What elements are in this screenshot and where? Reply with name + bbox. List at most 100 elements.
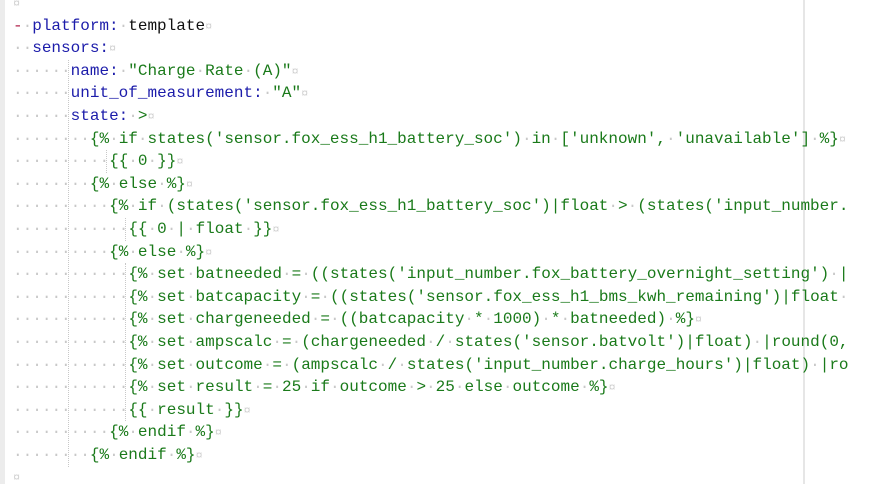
code-token: state:: [70, 106, 129, 125]
code-line[interactable]: ······state:·>¤: [13, 105, 871, 128]
indent-guide: [67, 59, 69, 467]
code-line[interactable]: ········{%·endif·%}¤: [13, 444, 871, 467]
code-line[interactable]: ············{{·0·|·float·}}¤: [13, 218, 871, 241]
whitespace-marker: ·: [41, 400, 52, 419]
whitespace-marker: ·: [22, 287, 33, 306]
code-line[interactable]: ··sensors:¤: [13, 37, 871, 60]
code-line[interactable]: ··········{{·0·}}¤: [13, 150, 871, 173]
code-line[interactable]: ············{%·set·outcome·=·(ampscalc·/…: [13, 354, 871, 377]
whitespace-marker: ·: [579, 378, 590, 397]
whitespace-marker: ·: [291, 332, 302, 351]
whitespace-marker: ·: [61, 423, 71, 442]
whitespace-marker: ·: [253, 378, 263, 397]
code-line[interactable]: ············{%·set·batcapacity·=·((state…: [13, 286, 871, 309]
whitespace-marker: ·: [109, 378, 119, 397]
whitespace-marker: ·: [147, 265, 158, 284]
whitespace-marker: ·: [13, 197, 23, 216]
whitespace-marker: ·: [61, 61, 71, 80]
end-of-line-marker: ¤: [147, 109, 155, 124]
code-line[interactable]: ······unit_of_measurement:·"A"¤: [13, 82, 871, 105]
editor-gutter: [0, 0, 5, 484]
end-of-line-marker: ¤: [291, 64, 299, 79]
whitespace-marker: ·: [32, 219, 42, 238]
whitespace-marker: ·: [550, 129, 561, 148]
whitespace-marker: ·: [32, 310, 42, 329]
code-line[interactable]: ············{%·set·chargeneeded·=·((batc…: [13, 308, 871, 331]
whitespace-marker: ·: [185, 265, 196, 284]
whitespace-marker: ·: [22, 242, 33, 261]
whitespace-marker: ·: [185, 310, 196, 329]
code-token: ········{%·else·%}: [13, 174, 186, 193]
whitespace-marker: ·: [89, 310, 100, 329]
code-token: ············{%·set·outcome·=·(ampscalc·/…: [13, 355, 849, 374]
whitespace-marker: ·: [426, 378, 436, 397]
whitespace-marker: ·: [32, 355, 42, 374]
whitespace-marker: ·: [89, 378, 100, 397]
code-line[interactable]: ············{%·set·result·=·25·if·outcom…: [13, 376, 871, 399]
code-line[interactable]: ········{%·if·states('sensor.fox_ess_h1_…: [13, 128, 871, 151]
whitespace-marker: ·: [41, 445, 52, 464]
code-token: platform:: [32, 16, 119, 35]
whitespace-marker: ·: [70, 332, 81, 351]
code-line[interactable]: ············{{·result·}}¤: [13, 399, 871, 422]
whitespace-marker: ·: [80, 152, 90, 171]
whitespace-marker: ·: [80, 287, 90, 306]
code-line[interactable]: -·platform:·template¤: [13, 15, 871, 38]
code-line[interactable]: ¤: [13, 466, 871, 489]
code-token: ············{%·set·ampscalc·=·(chargenee…: [13, 332, 849, 351]
whitespace-marker: ·: [80, 355, 90, 374]
whitespace-marker: ·: [41, 84, 52, 103]
whitespace-marker: ·: [41, 219, 52, 238]
code-line[interactable]: ¤: [13, 0, 871, 15]
whitespace-marker: ·: [185, 423, 196, 442]
whitespace-marker: ·: [89, 400, 100, 419]
whitespace-marker: ·: [13, 152, 23, 171]
whitespace-marker: ·: [147, 152, 158, 171]
whitespace-marker: ·: [22, 152, 33, 171]
whitespace-marker: ·: [32, 332, 42, 351]
whitespace-marker: ·: [99, 197, 110, 216]
code-line[interactable]: ········{%·else·%}¤: [13, 173, 871, 196]
code-token: ······: [13, 84, 71, 102]
code-line[interactable]: ··········{%·endif·%}¤: [13, 421, 871, 444]
whitespace-marker: ·: [195, 61, 206, 80]
end-of-line-marker: ¤: [243, 403, 251, 418]
whitespace-marker: ·: [22, 445, 33, 464]
code-editor[interactable]: ¤-·platform:·template¤··sensors:¤······n…: [13, 0, 871, 489]
whitespace-marker: ·: [99, 332, 110, 351]
whitespace-marker: ·: [51, 355, 62, 374]
whitespace-marker: ·: [147, 310, 158, 329]
code-line[interactable]: ············{%·set·ampscalc·=·(chargenee…: [13, 331, 871, 354]
whitespace-marker: ·: [13, 378, 23, 397]
whitespace-marker: ·: [41, 378, 52, 397]
whitespace-marker: ·: [80, 129, 90, 148]
whitespace-marker: ·: [147, 219, 158, 238]
whitespace-marker: ·: [608, 197, 618, 216]
whitespace-marker: ·: [13, 445, 23, 464]
whitespace-marker: ·: [22, 265, 33, 284]
whitespace-marker: ·: [99, 355, 110, 374]
whitespace-marker: ·: [185, 378, 196, 397]
whitespace-marker: ·: [32, 106, 42, 125]
whitespace-marker: ·: [61, 287, 71, 306]
whitespace-marker: ·: [627, 197, 638, 216]
whitespace-marker: ·: [454, 378, 465, 397]
whitespace-marker: ·: [128, 423, 138, 442]
code-token: ············{%·set·batneeded·=·((states(…: [13, 265, 849, 284]
whitespace-marker: ·: [99, 265, 110, 284]
whitespace-marker: ·: [378, 355, 388, 374]
whitespace-marker: ·: [166, 445, 177, 464]
code-line[interactable]: ······name:·"Charge·Rate·(A)"¤: [13, 60, 871, 83]
whitespace-marker: ·: [109, 219, 119, 238]
end-of-line-marker: ¤: [205, 19, 213, 34]
code-line[interactable]: ··········{%·else·%}¤: [13, 241, 871, 264]
whitespace-marker: ·: [13, 287, 23, 306]
whitespace-marker: ·: [109, 129, 119, 148]
whitespace-marker: ·: [51, 445, 62, 464]
whitespace-marker: ·: [22, 310, 33, 329]
whitespace-marker: ·: [51, 219, 62, 238]
code-line[interactable]: ············{%·set·batneeded·=·((states(…: [13, 263, 871, 286]
code-token: ··········{%·else·%}: [13, 242, 206, 261]
code-line[interactable]: ··········{%·if·(states('sensor.fox_ess_…: [13, 195, 871, 218]
whitespace-marker: ·: [61, 197, 71, 216]
